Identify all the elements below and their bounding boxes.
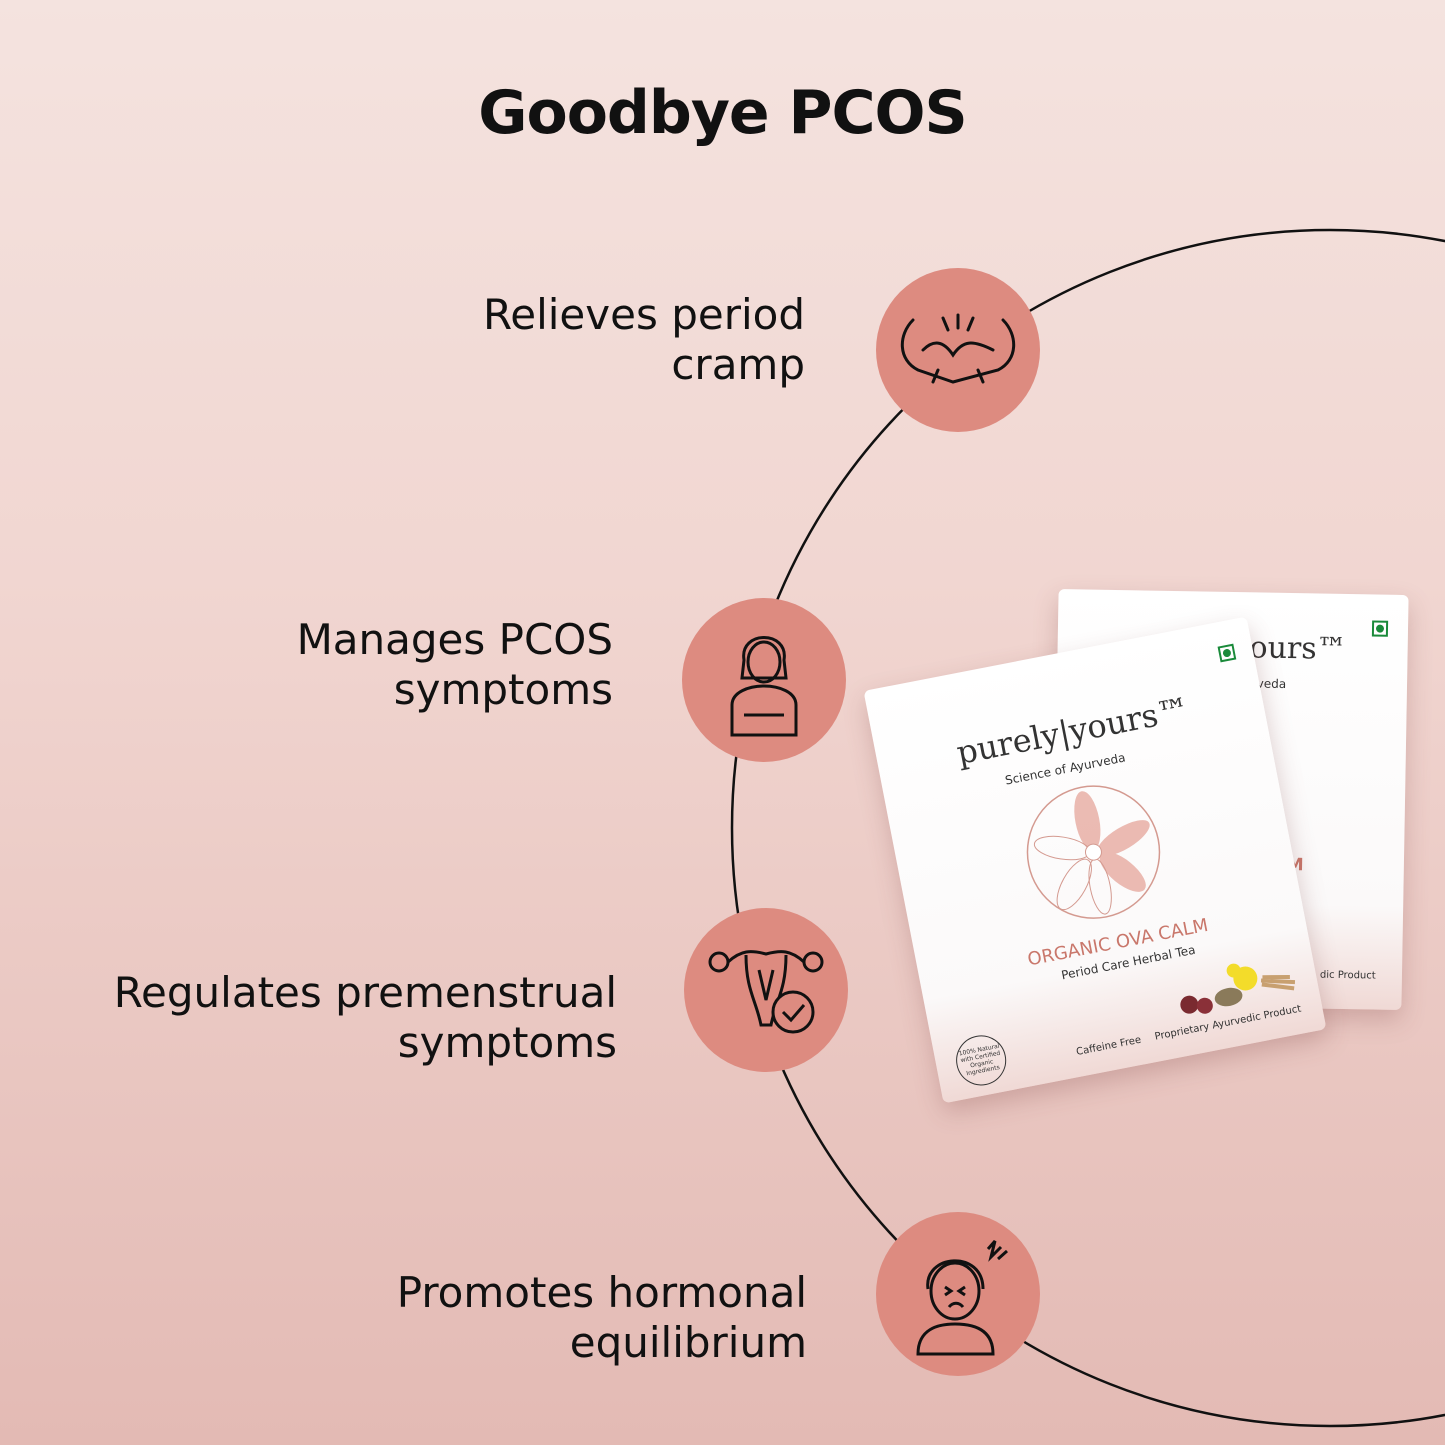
organic-badge: 100% Natural with Certified Organic Ingr… xyxy=(951,1031,1011,1090)
uterus-check-icon xyxy=(708,950,824,1034)
herbs-illustration xyxy=(1180,963,1296,1014)
benefit-label-premenstrual: Regulates premenstrual symptoms xyxy=(113,968,617,1067)
flower-logo-icon xyxy=(1026,785,1161,919)
veg-mark-icon xyxy=(1371,620,1389,637)
benefit-badge-hormonal xyxy=(876,1212,1040,1376)
product-packet-front: purely|yours™ Science of Ayurveda ORGANI… xyxy=(863,616,1327,1104)
benefit-badge-pcos xyxy=(682,598,846,762)
benefit-badge-cramp xyxy=(876,268,1040,432)
footer-back: dic Product xyxy=(1319,969,1376,982)
page-title: Goodbye PCOS xyxy=(478,78,968,148)
caffeine-free-label: Caffeine Free xyxy=(1075,1034,1143,1058)
stressed-face-icon xyxy=(916,1240,1008,1356)
benefit-label-cramp: Relieves period cramp xyxy=(482,290,805,389)
veg-mark-icon xyxy=(1217,643,1237,663)
woman-icon xyxy=(730,636,798,737)
benefit-label-hormonal: Promotes hormonal equilibrium xyxy=(396,1268,807,1367)
cramp-icon xyxy=(900,313,1016,384)
benefit-badge-premenstrual xyxy=(684,908,848,1072)
benefit-label-pcos: Manages PCOS symptoms xyxy=(296,615,613,714)
